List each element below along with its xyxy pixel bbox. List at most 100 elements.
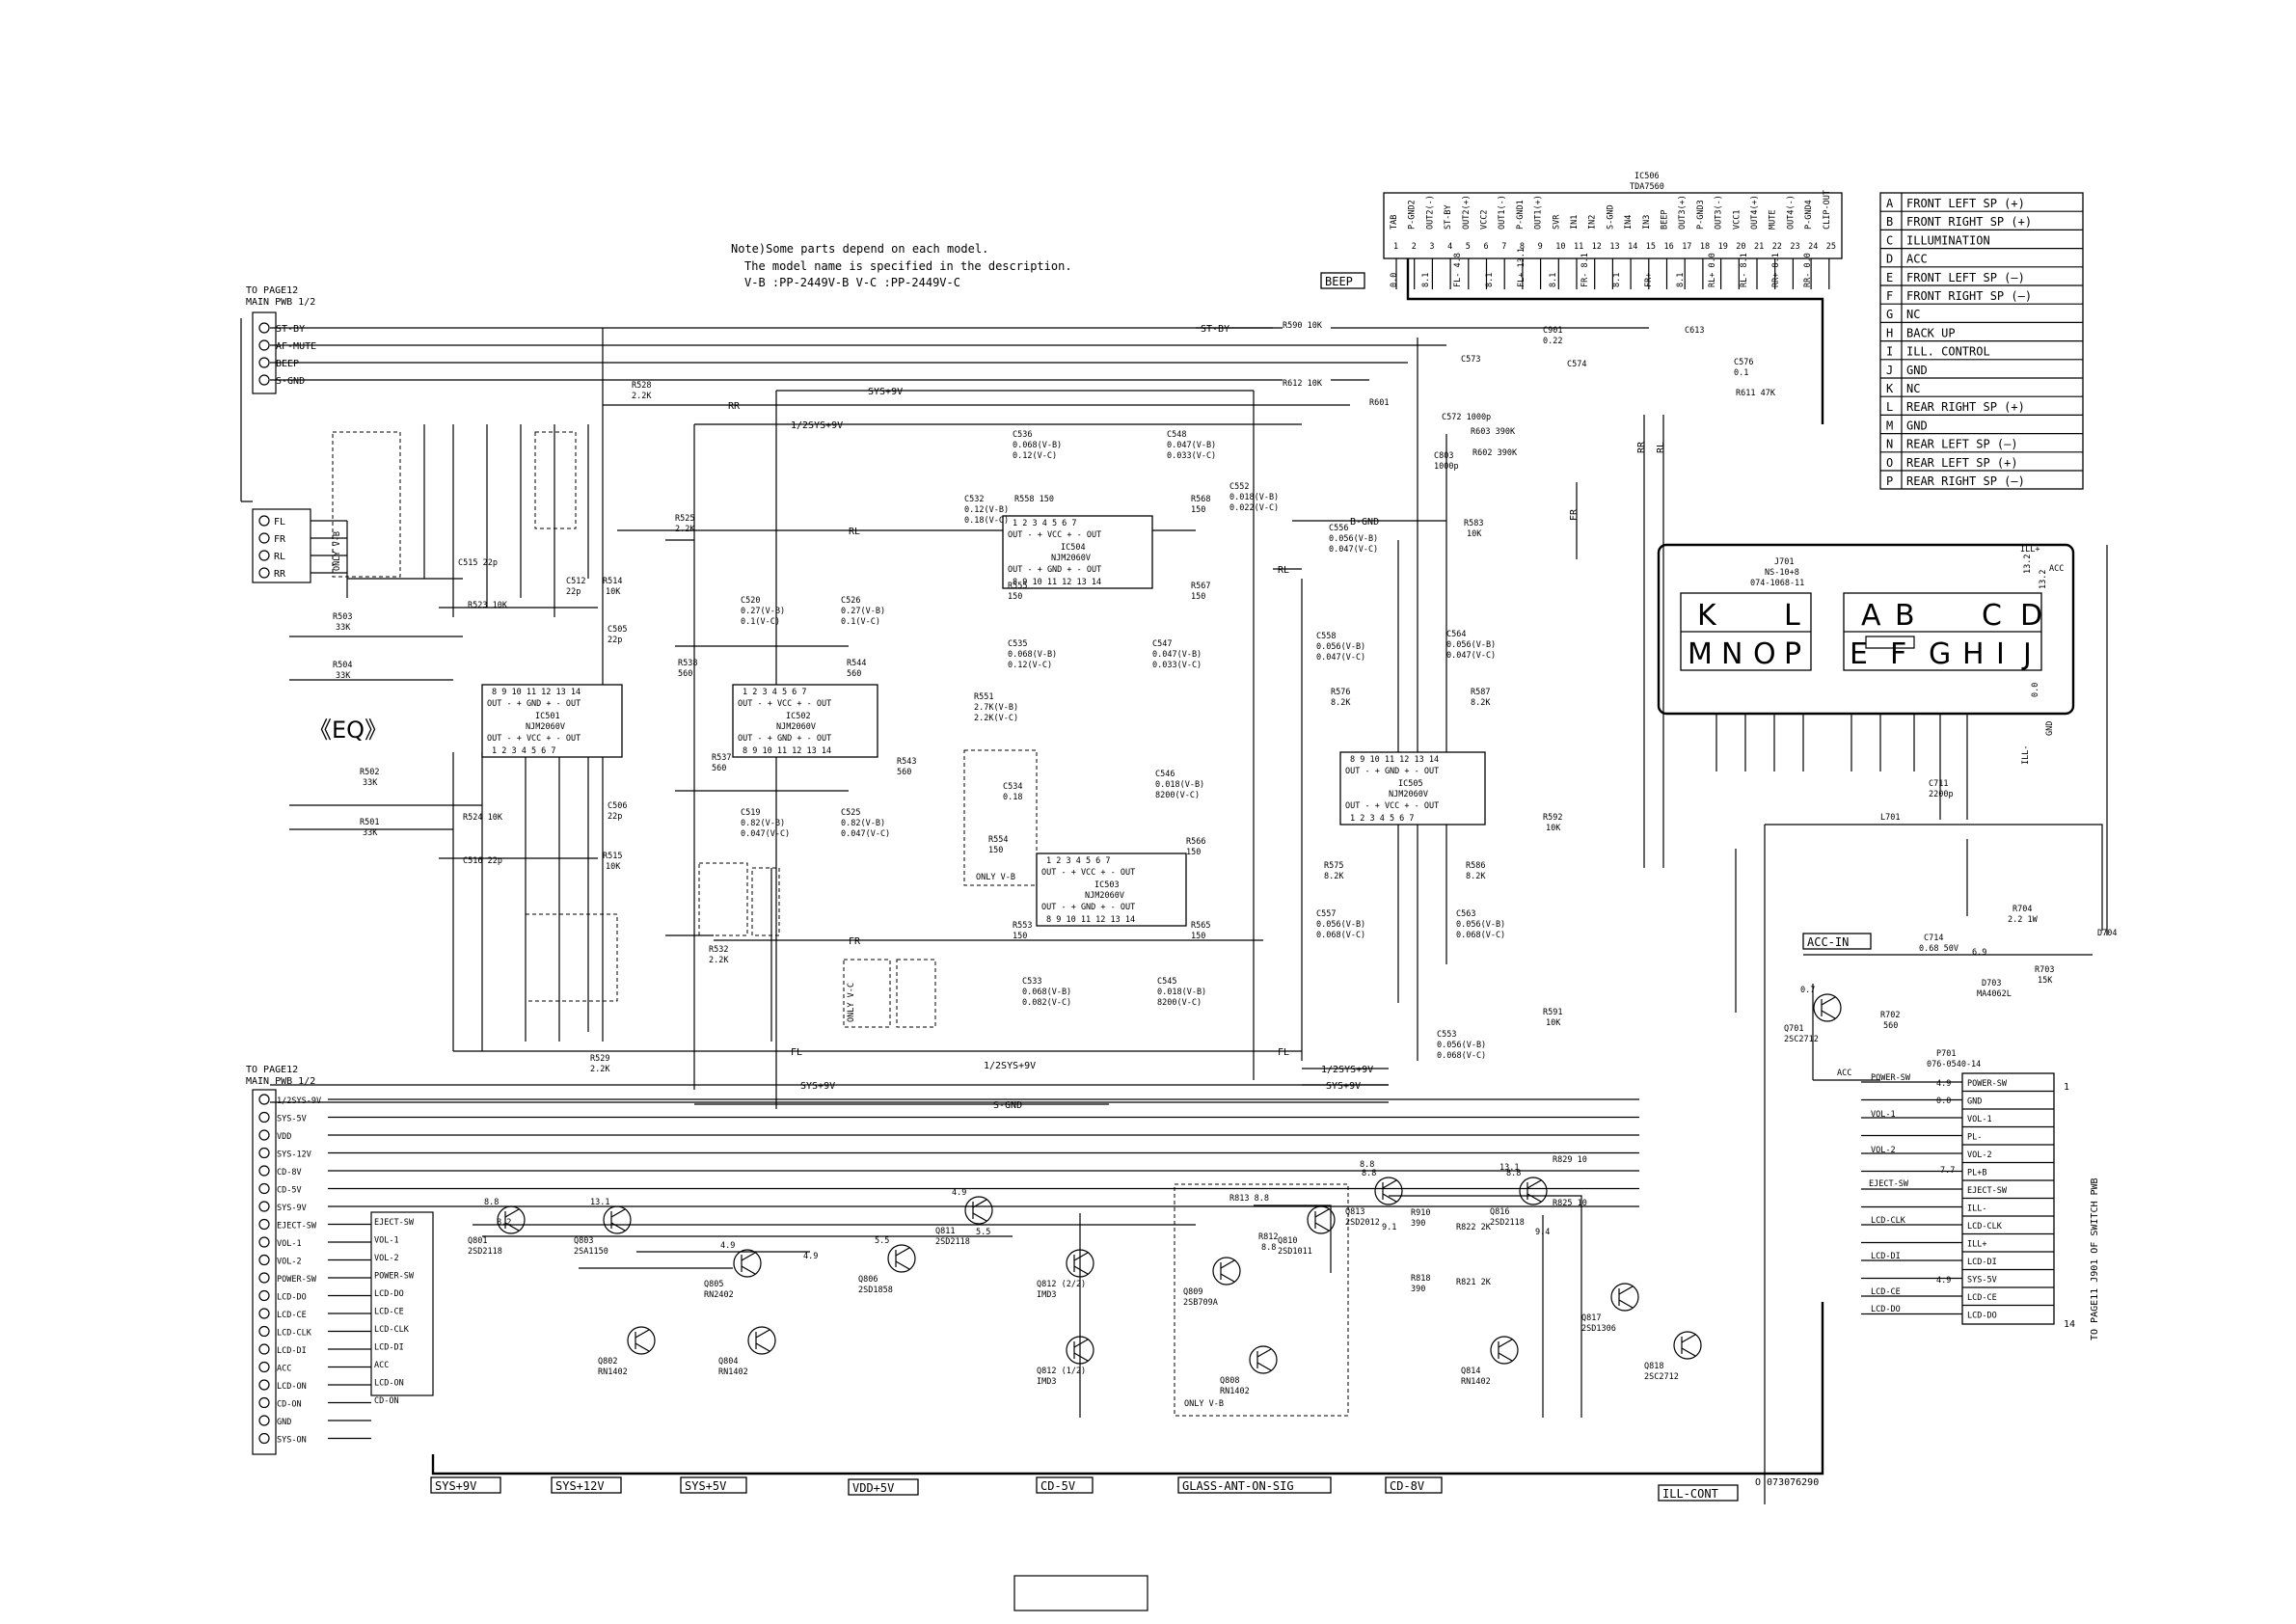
svg-text:IC503: IC503 <box>1094 880 1120 890</box>
ic506-pin-5: OUT2(+) <box>1462 195 1472 230</box>
component-label: 0.047(V-C) <box>1446 651 1496 661</box>
ic506-pin-17: OUT3(+) <box>1678 195 1688 230</box>
top-connector <box>252 311 277 394</box>
p701-connector: P701 076-0540-14 POWER-SWGNDVOL-1PL-VOL-… <box>1861 1049 2075 1330</box>
p701-pin: ILL+ <box>1967 1240 1986 1250</box>
only-vb-glass: ONLY V-B <box>1184 1399 1224 1409</box>
only-vc-box-2 <box>843 959 891 1028</box>
transistor-ref: Q808 <box>1220 1376 1239 1386</box>
only-vb-box-6 <box>963 749 1038 886</box>
component-label: C901 <box>1543 326 1562 336</box>
right-signal: LCD-DO <box>1871 1305 1901 1314</box>
only-vb-1: ONLY V-B <box>333 531 342 571</box>
component-label: 390 <box>1411 1285 1425 1294</box>
component-label: 0.068(V-B) <box>1013 441 1062 450</box>
transistor-symbol <box>1610 1283 1639 1312</box>
component-label: 8.2 <box>497 1218 511 1228</box>
component-label: C714 <box>1924 934 1943 943</box>
component-label: 0.018(V-B) <box>1155 780 1204 790</box>
ic506-pin-num: 6 <box>1484 242 1489 252</box>
svg-text:1: 1 <box>2064 1082 2069 1093</box>
component-label: 0.068(V-B) <box>1008 650 1057 660</box>
svg-text:1 2 3 4 5 6 7: 1 2 3 4 5 6 7 <box>1350 814 1415 824</box>
bus-fr-v: FR <box>1569 508 1580 521</box>
ic506-pin-15: IN3 <box>1642 215 1652 230</box>
legend-value: FRONT LEFT SP (—) <box>1906 271 2025 284</box>
component-label: 0.056(V-B) <box>1316 642 1365 652</box>
svg-text:4.9: 4.9 <box>1936 1079 1951 1089</box>
transistor-ref: Q805 <box>704 1280 723 1289</box>
bottom-pin: LCD-CLK <box>277 1329 312 1339</box>
ic506-pin-8: P-GND1 <box>1516 200 1526 230</box>
right-signal: VOL-2 <box>1871 1146 1896 1155</box>
component-label: 0.18(V-C) <box>964 516 1009 526</box>
inner-label: LCD-CE <box>374 1308 404 1317</box>
rail-label: SYS+12V <box>555 1479 605 1493</box>
legend-value: REAR LEFT SP (+) <box>1906 456 2018 470</box>
bottom-pin: SYS-12V <box>277 1150 311 1160</box>
transistor-ref: Q812 (1/2) <box>1037 1367 1086 1376</box>
ic504: 1 2 3 4 5 6 7 OUT - + VCC + - OUT IC504 … <box>1002 515 1153 589</box>
svg-text:8 9 10 11 12 13 14: 8 9 10 11 12 13 14 <box>492 688 581 697</box>
svg-text:NS-10+8: NS-10+8 <box>1765 568 1799 578</box>
component-label: C557 <box>1316 909 1336 919</box>
ic506-voltage: RL- 8.1 <box>1740 253 1749 287</box>
component-label: C516 22p <box>463 856 502 866</box>
svg-text:1 2 3 4 5 6 7: 1 2 3 4 5 6 7 <box>743 688 807 697</box>
component-label: R553 <box>1013 921 1032 931</box>
j701-cell: A <box>1861 599 1881 633</box>
component-label: 1000p <box>1434 462 1459 472</box>
p701-pin: POWER-SW <box>1967 1079 2008 1089</box>
ic506-pin-20: VCC1 <box>1732 210 1742 230</box>
component-label: C536 <box>1013 430 1032 440</box>
component-label: 0.12(V-B) <box>964 505 1009 515</box>
component-label: 150 <box>1008 592 1022 602</box>
rail-label: SYS+9V <box>435 1479 476 1493</box>
component-label: 0.068(V-C) <box>1437 1051 1486 1061</box>
component-label: 8200(V-C) <box>1157 998 1202 1008</box>
transistor-part: RN1402 <box>718 1367 748 1377</box>
component-label: C512 <box>566 577 585 586</box>
component-label: C533 <box>1022 977 1041 987</box>
component-label: C505 <box>608 625 627 635</box>
component-label: 0.1(V-C) <box>741 617 780 627</box>
component-label: C553 <box>1437 1030 1456 1040</box>
transistor-part: 2SC2712 <box>1644 1372 1679 1382</box>
svg-text:OUT - + GND + - OUT: OUT - + GND + - OUT <box>1041 903 1135 912</box>
j701-cell: M <box>1688 637 1713 671</box>
bus-st-by: ST-BY <box>1201 324 1229 335</box>
component-label: 0.1 <box>1734 368 1748 378</box>
component-label: 10K <box>1546 824 1561 833</box>
component-label: R554 <box>988 835 1008 845</box>
ic506: IC506 TDA7560 TAB1P-GND22OUT2(-)3ST-BY4O… <box>1383 172 1843 424</box>
rail-label: GLASS-ANT-ON-SIG <box>1182 1479 1294 1493</box>
legend-value: NC <box>1906 382 1920 395</box>
ic506-pin-num: 20 <box>1736 242 1745 252</box>
inner-signal-labels: EJECT-SWVOL-1VOL-2POWER-SWLCD-DOLCD-CELC… <box>374 1218 415 1406</box>
svg-text:J701: J701 <box>1774 557 1794 567</box>
bus-lines: RR SYS+9V 1/2SYS+9V RL FR FL 1/2SYS+9V S… <box>270 324 1666 1111</box>
ic506-ref: IC506 <box>1634 172 1660 181</box>
legend-key: L <box>1886 400 1893 414</box>
component-label: D704 <box>2097 929 2117 938</box>
component-label: R702 <box>1880 1011 1900 1020</box>
j701-cell: D <box>2020 599 2042 633</box>
svg-text:OUT - + GND + - OUT: OUT - + GND + - OUT <box>1345 767 1439 776</box>
svg-text:8 9 10 11 12 13 14: 8 9 10 11 12 13 14 <box>1013 578 1101 587</box>
component-label: R821 2K <box>1456 1278 1492 1287</box>
svg-text:OUT - + GND + - OUT: OUT - + GND + - OUT <box>1008 565 1101 575</box>
j701-cell: G <box>1929 637 1951 671</box>
j701-cell: P <box>1784 637 1801 671</box>
component-label: R501 <box>360 818 379 827</box>
note-line-2: The model name is specified in the descr… <box>744 259 1072 273</box>
bottom-pin: CD-ON <box>277 1400 302 1410</box>
component-label: C546 <box>1155 770 1175 779</box>
svg-text:0.0: 0.0 <box>2031 683 2040 697</box>
component-label: 0.022(V-C) <box>1229 503 1279 513</box>
bottom-pin: ACC <box>277 1365 291 1374</box>
p701-pin: LCD-CE <box>1967 1293 1997 1303</box>
svg-text:8 9 10 11 12 13 14: 8 9 10 11 12 13 14 <box>1350 755 1439 765</box>
component-label: R568 <box>1191 495 1210 504</box>
component-label: R612 10K <box>1283 379 1323 389</box>
